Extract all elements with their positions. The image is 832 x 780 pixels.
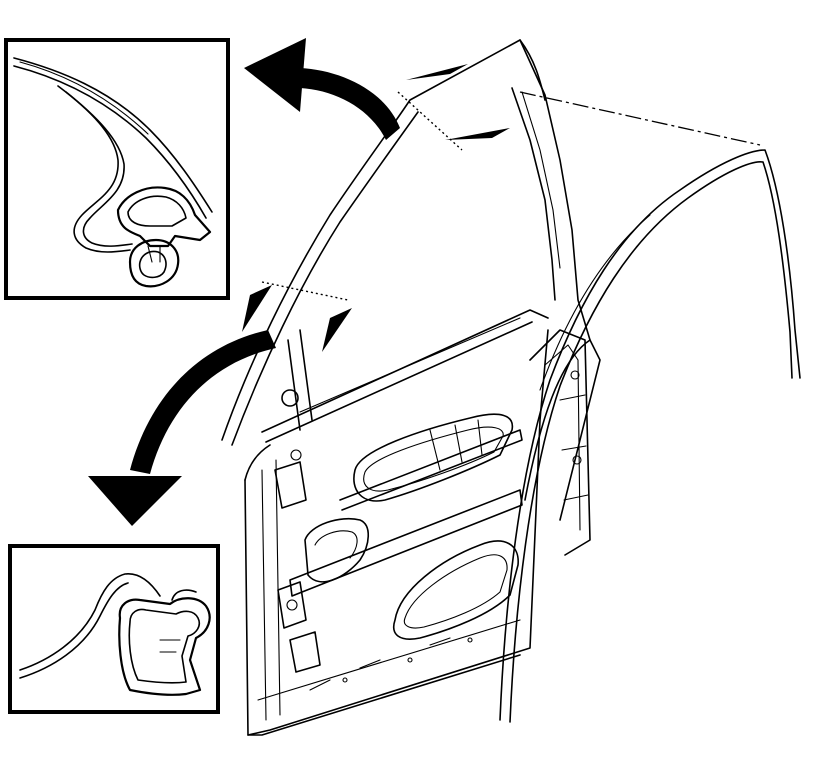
section-cut-upper bbox=[397, 64, 510, 151]
door-frame bbox=[221, 39, 591, 736]
section-cut-lower bbox=[242, 281, 352, 352]
callout-arrow-upper bbox=[244, 38, 400, 140]
cut-arrow-upper-b bbox=[445, 128, 510, 140]
cut-arrow-lower-b bbox=[322, 308, 352, 352]
weatherstrip bbox=[499, 91, 801, 723]
cut-arrow-upper-a bbox=[406, 64, 468, 80]
cut-arrow-lower-a bbox=[242, 285, 272, 332]
inset-upper-section-view bbox=[4, 38, 230, 300]
inset-lower-section-view bbox=[8, 544, 220, 714]
callout-arrow-lower bbox=[88, 330, 276, 526]
